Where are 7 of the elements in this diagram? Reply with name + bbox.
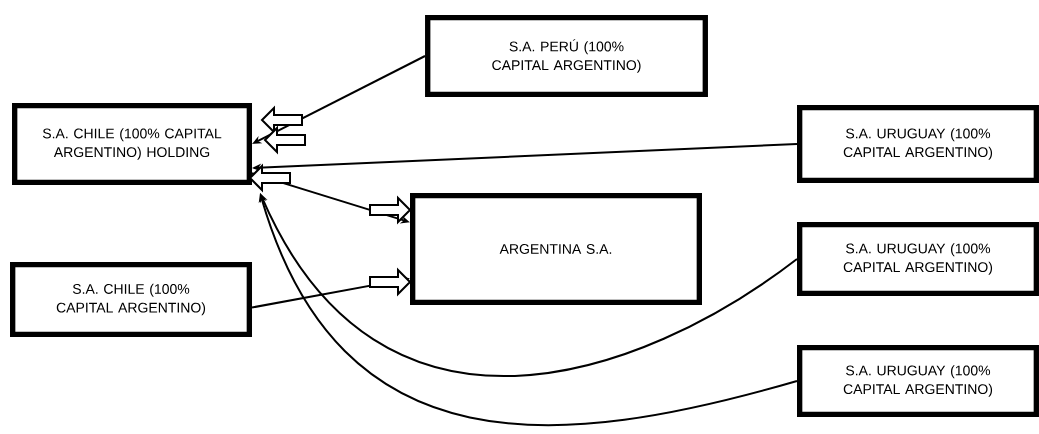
company-box: S.A. CHILE (100% CAPITAL ARGENTINO) HOLDING (12, 103, 252, 185)
company-box: S.A. URUGUAY (100% CAPITAL ARGENTINO) (797, 222, 1039, 296)
company-box: S.A. URUGUAY (100% CAPITAL ARGENTINO) (797, 345, 1039, 417)
company-box: S.A. URUGUAY (100% CAPITAL ARGENTINO) (797, 105, 1039, 183)
company-box: S.A. CHILE (100% CAPITAL ARGENTINO) (10, 262, 252, 337)
company-box: S.A. PERÚ (100% CAPITAL ARGENTINO) (425, 15, 708, 97)
company-box: ARGENTINA S.A. (410, 193, 702, 305)
